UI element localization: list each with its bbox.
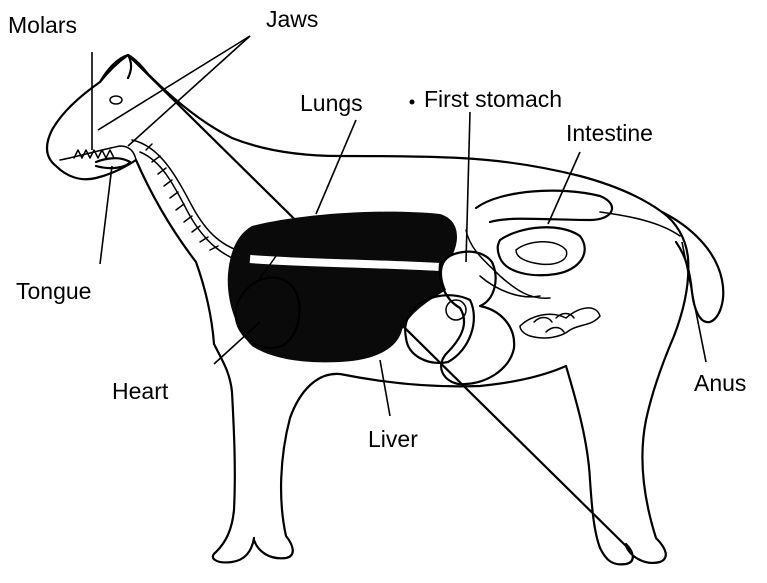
jaws-leader-upper [98,36,250,130]
trachea-rings [146,144,218,250]
label-first-stomach: First stomach [424,88,562,111]
label-heart: Heart [112,380,168,403]
eye [110,96,122,104]
tail-outline [662,212,723,322]
molars-drawing [74,150,114,158]
intestine-coil-mid [498,227,585,275]
intestine-coil-outer [476,191,612,222]
intestine-coil-inner [516,242,567,265]
stomach-chamber [446,300,466,320]
lungs-mass [228,212,457,363]
label-liver: Liver [368,428,418,451]
anus-leader [682,242,706,362]
liver-leader [380,360,390,416]
label-lungs: Lungs [300,92,363,115]
label-molars: Molars [8,14,77,37]
label-tongue: Tongue [16,280,91,303]
label-anus: Anus [694,372,746,395]
first-stomach-dot [410,100,415,105]
tongue-drawing [96,158,130,168]
jaws-leader-lower [128,36,250,146]
intestine-leader [548,152,580,224]
small-intestine-tangle [520,308,600,338]
label-intestine: Intestine [566,122,653,145]
label-jaws: Jaws [266,8,318,31]
lungs-leader [316,120,356,214]
tongue-leader [100,166,112,264]
